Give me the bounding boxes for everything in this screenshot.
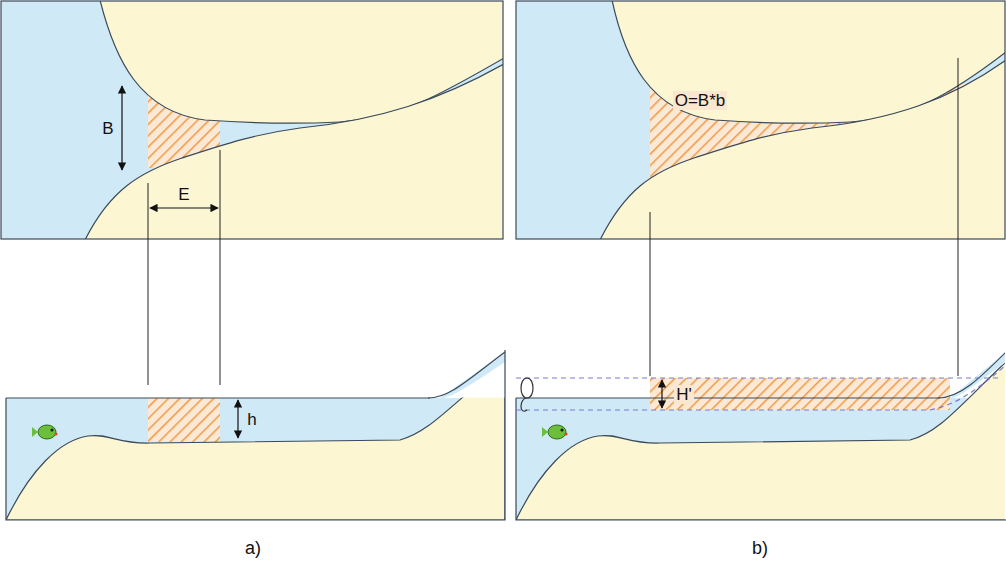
dimension-label: h bbox=[245, 410, 258, 429]
panel-caption: b) bbox=[750, 538, 770, 558]
plan-view-a bbox=[1, 1, 503, 239]
tide-symbol bbox=[521, 378, 533, 411]
dimension-label: E bbox=[176, 185, 191, 204]
dimension-label: B bbox=[100, 119, 115, 138]
section-b bbox=[516, 345, 1005, 520]
plan-view-b bbox=[516, 1, 1005, 239]
fish-icon bbox=[32, 425, 58, 439]
panel-caption: a) bbox=[243, 538, 263, 558]
dimension-label: H' bbox=[674, 385, 694, 404]
fish-icon bbox=[542, 425, 568, 439]
area-label: O=B*b bbox=[673, 91, 728, 110]
section-a bbox=[6, 345, 505, 520]
